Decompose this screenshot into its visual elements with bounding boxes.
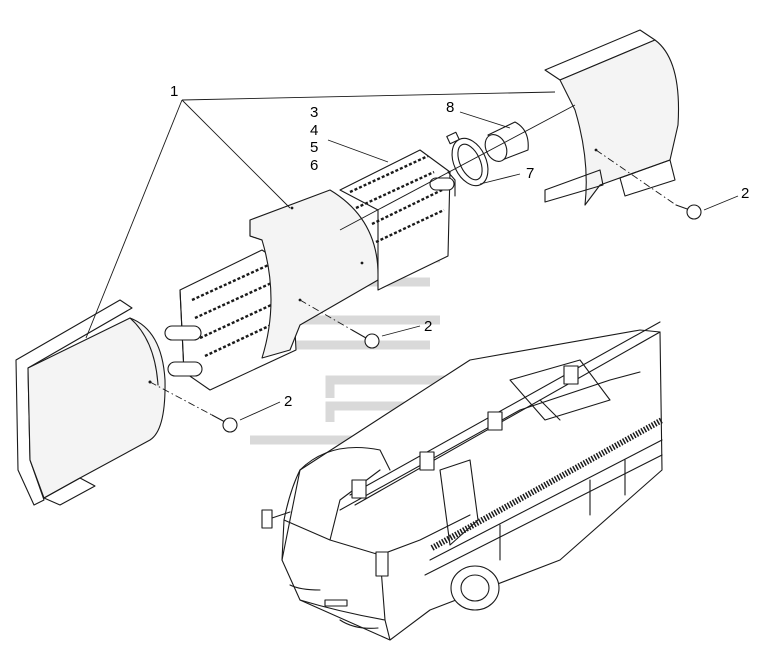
leader-lines xyxy=(85,91,739,421)
callout-4: 4 xyxy=(310,122,318,139)
callout-1: 1 xyxy=(170,83,178,100)
rear-cover-shell xyxy=(544,29,680,206)
front-cover-shell xyxy=(15,299,166,506)
screw-center xyxy=(351,329,380,349)
callout-2-left: 2 xyxy=(284,393,292,410)
callout-5: 5 xyxy=(310,139,318,156)
callout-2-right: 2 xyxy=(741,185,749,202)
coach-bus xyxy=(261,321,664,641)
callout-7: 7 xyxy=(526,165,534,182)
screw-right xyxy=(675,204,702,220)
callout-3: 3 xyxy=(310,104,318,121)
heater-body xyxy=(339,149,456,291)
screw-left xyxy=(211,414,238,433)
center-cover-shell xyxy=(249,189,379,359)
hose xyxy=(484,121,529,162)
callout-2-center: 2 xyxy=(424,318,432,335)
callout-8: 8 xyxy=(446,99,454,116)
callout-6: 6 xyxy=(310,157,318,174)
